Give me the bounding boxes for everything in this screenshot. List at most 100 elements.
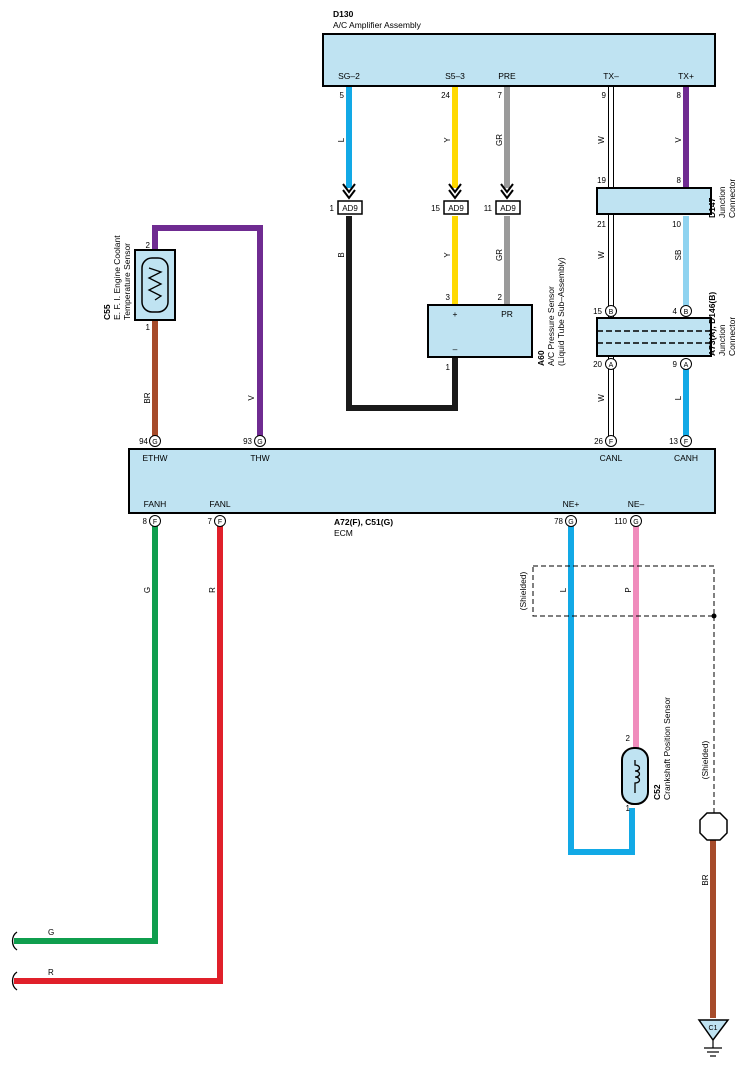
ecm-pin-num-nem: 110 xyxy=(614,517,627,526)
thermistor-icon xyxy=(141,257,169,313)
pressure-sensor-line2: (Liquid Tube Sub–Assembly) xyxy=(556,257,566,366)
a73-line1: Junction xyxy=(717,324,727,356)
ecm-conn-nem: G xyxy=(633,519,638,526)
d147-pin-bl: 21 xyxy=(597,220,606,229)
a73-pin-tr: 4 xyxy=(673,307,678,316)
ad9-connector-s53: AD9 15 xyxy=(431,183,469,215)
wire-label-a73-canl: W xyxy=(597,394,606,402)
amp-pin-label-txm: TX– xyxy=(603,71,619,81)
wire-label-amp-s53: Y xyxy=(443,137,452,143)
a73-conn-a-left: A xyxy=(609,362,614,369)
ground-symbol-icon xyxy=(704,1040,722,1057)
crank-pin-top: 2 xyxy=(626,734,631,743)
amp-pin-num-s53: 24 xyxy=(441,91,450,100)
ad9-pin-s53: 15 xyxy=(431,204,440,213)
ecm-pin-circles-bottom: 8 F 7 F 78 G 110 G xyxy=(143,515,642,527)
a73-junction: B B 15 4 A A 20 9 xyxy=(593,305,712,370)
a73-line2: Connector xyxy=(727,317,737,356)
wire-label-shield-ground: BR xyxy=(701,874,710,885)
shield-label-top: (Shielded) xyxy=(518,571,528,610)
crank-sensor-code: C52 xyxy=(652,784,662,800)
wire-label-fanh: G xyxy=(143,587,152,593)
wire-label-ethw: BR xyxy=(143,392,152,403)
ecm-pin-label-fanh: FANH xyxy=(144,499,167,509)
amplifier-code: D130 xyxy=(333,9,354,19)
ecm-conn-ethw: G xyxy=(152,439,157,446)
ground-label: C1 xyxy=(709,1025,718,1032)
ecm-conn-fanl: F xyxy=(218,519,222,526)
ecm-code: A72(F), C51(G) xyxy=(334,517,393,527)
wire-label-out-g: G xyxy=(48,928,54,937)
a73-code: A73(A), D146(B) xyxy=(707,292,717,356)
pressure-sensor-code: A60 xyxy=(536,350,546,366)
pressure-label-plus: + xyxy=(453,309,458,319)
crank-pin-bottom: 1 xyxy=(626,804,631,813)
amp-pin-num-txm: 9 xyxy=(602,91,607,100)
ecm-pin-label-nem: NE– xyxy=(628,499,645,509)
wire-fanh xyxy=(14,524,158,944)
ecm-pin-num-ethw: 94 xyxy=(139,437,148,446)
shield-label-side: (Shielded) xyxy=(700,740,710,779)
a73-conn-b-right: B xyxy=(684,309,689,316)
d147-pin-tr: 8 xyxy=(677,176,682,185)
wire-break-icon-r xyxy=(11,971,18,991)
ecm-pin-label-thw: THW xyxy=(250,453,269,463)
ad9-connector-sg2: AD9 1 xyxy=(330,183,363,215)
ecm-pin-label-ethw: ETHW xyxy=(142,453,167,463)
pressure-label-pr: PR xyxy=(501,309,513,319)
shield-box xyxy=(532,565,715,617)
ecm-pin-num-thw: 93 xyxy=(243,437,252,446)
amp-pin-num-txp: 8 xyxy=(677,91,682,100)
resistor-zigzag-icon xyxy=(147,267,163,301)
pressure-label-minus: – xyxy=(453,344,458,354)
a73-pin-bl: 20 xyxy=(593,360,602,369)
coolant-sensor-line2: Temperature Sensor xyxy=(122,243,132,320)
wire-label-d147-txp: SB xyxy=(674,250,683,261)
wire-label-ad9-s53: Y xyxy=(443,252,452,258)
ad9-label-sg2: AD9 xyxy=(342,204,358,213)
amplifier-box xyxy=(322,33,716,87)
a73-conn-b-left: B xyxy=(609,309,614,316)
amplifier-name: A/C Amplifier Assembly xyxy=(333,20,422,30)
wire-label-nem: P xyxy=(624,587,633,592)
coolant-pin-bottom: 1 xyxy=(146,323,151,332)
ad9-pin-sg2: 1 xyxy=(330,204,335,213)
d147-pin-tl: 19 xyxy=(597,176,606,185)
d147-line2: Connector xyxy=(727,179,737,218)
amp-pin-label-pre: PRE xyxy=(498,71,516,81)
coolant-sensor-code: C55 xyxy=(102,304,112,320)
ecm-pin-num-nep: 78 xyxy=(554,517,563,526)
ecm-box xyxy=(128,448,716,514)
amp-pin-num-sg2: 5 xyxy=(340,91,345,100)
ecm-conn-thw: G xyxy=(257,439,262,446)
pressure-pin-minus: 1 xyxy=(446,363,451,372)
crank-sensor-body xyxy=(621,747,649,805)
ecm-conn-nep: G xyxy=(568,519,573,526)
d147-box xyxy=(596,187,712,215)
amp-pin-num-pre: 7 xyxy=(498,91,503,100)
amp-pin-label-sg2: SG–2 xyxy=(338,71,360,81)
wire-fanl xyxy=(14,524,223,984)
wire-label-nep: L xyxy=(559,587,568,592)
a73-pin-br: 9 xyxy=(673,360,678,369)
d147-code: D147 xyxy=(707,197,717,218)
wire-label-amp-pre: GR xyxy=(495,134,504,146)
ecm-pin-num-fanl: 7 xyxy=(208,517,213,526)
d147-pin-br: 10 xyxy=(672,220,681,229)
d147-line1: Junction xyxy=(717,186,727,218)
wire-nep xyxy=(568,524,635,855)
amp-pin-label-s53: S5–3 xyxy=(445,71,465,81)
ecm-conn-fanh: F xyxy=(153,519,157,526)
wire-label-amp-txp: V xyxy=(674,137,683,143)
wire-label-amp-sg2: L xyxy=(337,137,346,142)
ecm-conn-canh: F xyxy=(684,439,688,446)
pressure-sensor-line1: A/C Pressure Sensor xyxy=(546,286,556,366)
ecm-conn-canl: F xyxy=(609,439,613,446)
wire-label-fanl: R xyxy=(208,587,217,593)
wire-label-out-r: R xyxy=(48,968,54,977)
pressure-pin-pr: 2 xyxy=(498,293,503,302)
a73-pin-tl: 15 xyxy=(593,307,602,316)
amp-pin-label-txp: TX+ xyxy=(678,71,694,81)
wire-label-amp-txm: W xyxy=(597,136,606,144)
